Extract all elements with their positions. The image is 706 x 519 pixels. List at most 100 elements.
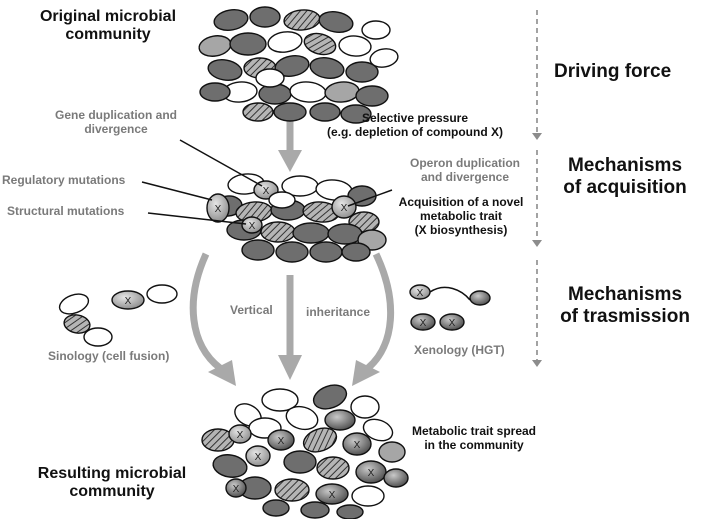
driving-force-heading: Driving force bbox=[554, 61, 672, 82]
cell bbox=[249, 6, 281, 28]
cell bbox=[255, 68, 285, 88]
cell bbox=[83, 327, 113, 347]
x-gene-marker: X bbox=[341, 203, 348, 214]
cell-body bbox=[242, 102, 274, 122]
cell bbox=[199, 82, 231, 102]
x-gene-marker: X bbox=[329, 490, 336, 501]
cell-body bbox=[260, 221, 296, 243]
cell bbox=[324, 81, 360, 103]
cell-body bbox=[309, 57, 345, 79]
cell-body bbox=[302, 427, 338, 453]
cell-body bbox=[309, 102, 341, 122]
cell bbox=[212, 454, 248, 478]
timeline-arrowhead-0 bbox=[532, 133, 542, 140]
timeline-arrowhead-2 bbox=[532, 360, 542, 367]
x-gene-marker: X bbox=[368, 468, 375, 479]
cell-body bbox=[383, 468, 409, 488]
vertical-label: Vertical bbox=[230, 303, 273, 317]
cell bbox=[283, 450, 317, 474]
cell-body bbox=[362, 418, 394, 442]
acquisition-trait-label: Acquisition of a novel metabolic trait (… bbox=[398, 195, 524, 237]
x-gene-marker: X bbox=[263, 186, 270, 197]
x-gene-marker: X bbox=[125, 296, 132, 307]
cell bbox=[383, 468, 409, 488]
cell-body bbox=[146, 284, 178, 304]
cell-body bbox=[212, 454, 248, 478]
cell: X bbox=[331, 195, 357, 219]
cell-body bbox=[241, 216, 263, 234]
cell-body bbox=[283, 9, 321, 31]
cell-body bbox=[274, 478, 310, 502]
cell-body bbox=[309, 241, 343, 263]
cell-body bbox=[267, 31, 303, 53]
cell-body bbox=[410, 313, 436, 331]
mechanisms-acquisition-heading: Mechanisms of acquisition bbox=[563, 155, 687, 198]
cell bbox=[260, 221, 296, 243]
x-gene-marker: X bbox=[420, 318, 427, 329]
cell bbox=[300, 501, 330, 519]
cell bbox=[312, 384, 348, 410]
cell-body bbox=[255, 68, 285, 88]
x-gene-marker: X bbox=[249, 221, 256, 232]
cell bbox=[341, 242, 371, 262]
cell bbox=[309, 241, 343, 263]
cell-body bbox=[340, 104, 372, 124]
x-gene-marker: X bbox=[233, 484, 240, 495]
pointer-lines bbox=[141, 139, 393, 225]
cell bbox=[303, 32, 337, 56]
cell-body bbox=[283, 450, 317, 474]
pointer-operon bbox=[347, 189, 393, 207]
cell bbox=[309, 102, 341, 122]
cell: X bbox=[245, 445, 271, 467]
cell-body bbox=[199, 82, 231, 102]
cell bbox=[355, 85, 389, 107]
cell bbox=[378, 441, 406, 463]
original-community-cluster bbox=[198, 6, 399, 124]
cell-body bbox=[213, 9, 249, 31]
cell bbox=[362, 418, 394, 442]
cell bbox=[261, 388, 299, 412]
cell bbox=[229, 32, 267, 56]
x-gene-marker: X bbox=[449, 318, 456, 329]
cell bbox=[285, 405, 319, 431]
arrow-vertical-head bbox=[278, 355, 302, 380]
cell-body bbox=[316, 456, 350, 480]
cell-body bbox=[207, 59, 243, 81]
cell bbox=[198, 35, 232, 57]
xenology-cell-pairs: X X X bbox=[409, 284, 491, 331]
cell-body bbox=[229, 32, 267, 56]
timeline-dashed-arrow bbox=[532, 10, 542, 367]
cell bbox=[316, 456, 350, 480]
cell bbox=[369, 48, 399, 68]
cell-body bbox=[327, 223, 363, 245]
cell: X bbox=[355, 460, 387, 484]
cell bbox=[262, 499, 290, 517]
cell-body bbox=[324, 81, 360, 103]
cell-body bbox=[58, 293, 90, 315]
cell bbox=[146, 284, 178, 304]
arrow-hgt-curve bbox=[365, 252, 395, 371]
cell-body bbox=[469, 290, 491, 306]
arrow-hgt-head bbox=[352, 360, 380, 386]
cell-body bbox=[315, 483, 349, 505]
x-gene-marker: X bbox=[255, 452, 262, 463]
plasmid-transfer-line bbox=[429, 286, 471, 301]
cell bbox=[302, 427, 338, 453]
cell-body bbox=[249, 6, 281, 28]
cell-body bbox=[331, 195, 357, 219]
cell bbox=[345, 61, 379, 83]
cell-body bbox=[338, 35, 372, 57]
cell-body bbox=[289, 81, 327, 103]
cell-body bbox=[300, 501, 330, 519]
cell-body bbox=[267, 429, 295, 451]
x-gene-marker: X bbox=[237, 430, 244, 441]
xenology-label: Xenology (HGT) bbox=[414, 343, 505, 357]
cell-body bbox=[245, 445, 271, 467]
cell-body bbox=[351, 485, 385, 507]
cell: X bbox=[409, 284, 431, 300]
cell-body bbox=[350, 395, 380, 419]
cell bbox=[274, 478, 310, 502]
cell-body bbox=[285, 405, 319, 431]
